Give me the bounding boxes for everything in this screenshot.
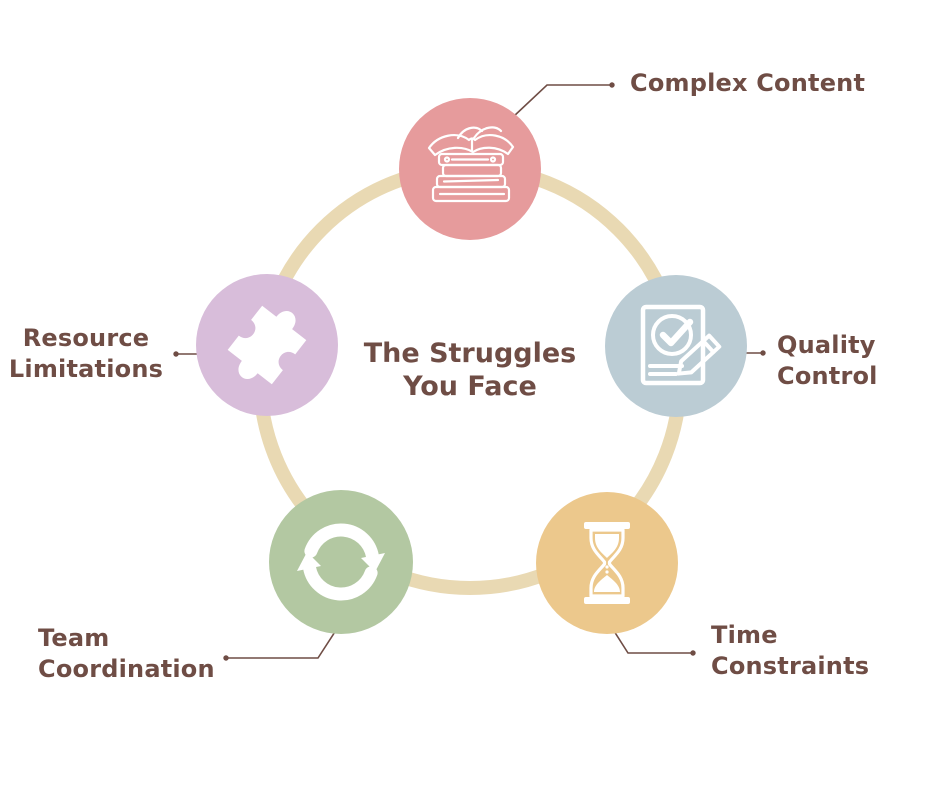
books-icon (427, 126, 515, 203)
pencil-icon (676, 333, 722, 376)
label-line: Complex Content (630, 69, 866, 97)
label-line: Limitations (8, 355, 164, 383)
label-line: Resource (22, 324, 150, 352)
label-resource-limitations: Resource Limitations (0, 323, 184, 385)
label-line: Quality (777, 331, 876, 359)
connector-dot (173, 351, 179, 357)
node-team-coordination (269, 490, 413, 634)
label-team-coordination: Team Coordination (38, 623, 238, 685)
connector-complex-content (512, 82, 615, 118)
connector-dot (223, 655, 229, 661)
connector-dot (609, 82, 615, 88)
sync-arrows-icon (297, 523, 385, 601)
label-line: Time (711, 621, 778, 649)
label-quality-control: Quality Control (777, 330, 937, 392)
connector-dot (690, 650, 696, 656)
label-time-constraints: Time Constraints (711, 620, 911, 682)
node-resource-limitations (196, 274, 338, 416)
node-time-constraints (536, 492, 678, 634)
label-line: Constraints (711, 652, 870, 680)
puzzle-piece-icon (227, 305, 307, 385)
label-line: Team (38, 624, 110, 652)
node-circle (536, 492, 678, 634)
label-complex-content: Complex Content (630, 68, 890, 99)
document-check-pencil-icon (640, 304, 722, 386)
page-title: The Struggles You Face (290, 337, 650, 403)
label-line: Control (777, 362, 878, 390)
connector-dot (760, 350, 766, 356)
node-quality-control (605, 275, 747, 417)
node-circle (399, 98, 541, 240)
node-complex-content (399, 98, 541, 240)
title-line-2: You Face (403, 371, 537, 402)
label-line: Coordination (38, 655, 215, 683)
hourglass-icon (584, 522, 630, 604)
title-line-1: The Struggles (363, 338, 577, 369)
node-circle (269, 490, 413, 634)
node-circle (605, 275, 747, 417)
